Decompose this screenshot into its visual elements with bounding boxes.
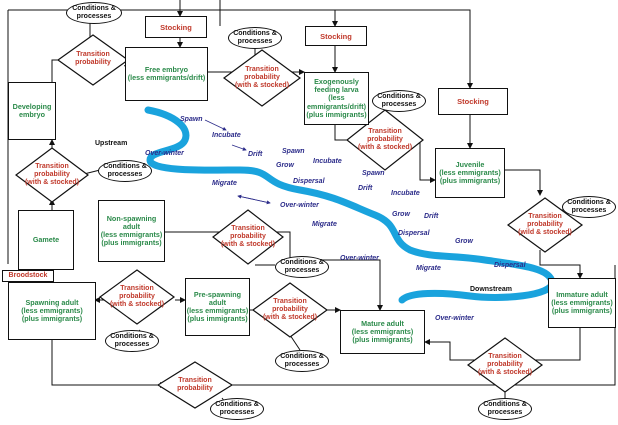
stocking-box-1: Stocking [145, 16, 207, 38]
river-label-dispersal-1: Dispersal [293, 178, 325, 185]
immature-adult-box: Immature adult (less emmigrants) (plus i… [548, 278, 616, 328]
downstream-label: Downstream [470, 286, 513, 293]
river-label-incubate-1: Incubate [212, 132, 241, 139]
conditions-oval-2: Conditions & processes [228, 27, 282, 49]
transition-label-6: Transition probability (wild & stocked) [518, 213, 572, 236]
river-label-spawn-3: Spawn [362, 170, 385, 177]
transition-label-9: Transition probability [177, 377, 213, 392]
conditions-oval-8: Conditions & processes [275, 350, 329, 372]
transition-diamond-10 [466, 337, 544, 393]
transition-label-8: Transition probability (with & stocked) [262, 298, 318, 321]
river-label-migrate-1: Migrate [212, 180, 237, 187]
river-label-spawn-2: Spawn [282, 148, 305, 155]
stocking-box-2: Stocking [305, 26, 367, 46]
transition-diamond-2 [222, 49, 302, 107]
developing-embryo-box: Developing embryo [8, 82, 56, 140]
transition-diamond-9 [156, 361, 234, 409]
free-embryo-box: Free embryo (less emmigrants/drift) [125, 47, 208, 101]
river [144, 106, 556, 304]
transition-label-10: Transition probability (with & stocked) [477, 353, 533, 376]
conditions-oval-5: Conditions & processes [562, 196, 616, 218]
river-label-dispersal-3: Dispersal [494, 262, 526, 269]
stocking-box-3: Stocking [438, 88, 508, 115]
transition-diamond-7 [98, 269, 176, 325]
transition-diamond-8 [251, 282, 329, 338]
transition-diamond-5 [212, 209, 284, 265]
transition-label-7: Transition probability (with & stocked) [109, 285, 165, 308]
river-label-grow-3: Grow [455, 238, 473, 245]
spawning-adult-box: Spawning adult (less emmigrants) (plus i… [8, 282, 96, 340]
river-label-migrate-3: Migrate [416, 265, 441, 272]
broodstock-box: Broodstock [2, 270, 54, 282]
conditions-oval-6: Conditions & processes [275, 256, 329, 278]
gamete-box: Gamete [18, 210, 74, 270]
transition-diamond-4 [15, 147, 89, 203]
river-label-incubate-3: Incubate [391, 190, 420, 197]
transition-label-1: Transition probability [75, 51, 111, 66]
juvenile-box: Juvenile (less emmigrants) (plus immigra… [435, 148, 505, 198]
transition-label-2: Transition probability (with & stocked) [234, 66, 290, 89]
river-label-overwinter-4: Over-winter [435, 315, 474, 322]
mature-adult-box: Mature adult (less emmigrants) (plus imm… [340, 310, 425, 354]
conditions-oval-7: Conditions & processes [105, 330, 159, 352]
exogenous-larva-box: Exogenously feeding larva (less emmigran… [304, 72, 369, 125]
transition-label-3: Transition probability (with & stocked) [357, 128, 413, 151]
river-label-overwinter-2: Over-winter [280, 202, 319, 209]
river-label-overwinter-3: Over-winter [340, 255, 379, 262]
upstream-label: Upstream [95, 140, 128, 147]
river-label-drift-2: Drift [358, 185, 373, 192]
transition-diamond-3 [346, 109, 424, 171]
conditions-oval-1: Conditions & processes [66, 2, 122, 24]
transition-label-5: Transition probability (with & stocked) [220, 225, 276, 248]
river-label-grow-1: Grow [276, 162, 294, 169]
river-label-dispersal-2: Dispersal [398, 230, 430, 237]
river-label-drift-3: Drift [424, 213, 439, 220]
pre-spawning-adult-box: Pre-spawning adult (less emmigrants) (pl… [185, 278, 250, 336]
river-label-incubate-2: Incubate [313, 158, 342, 165]
river-label-drift-1: Drift [248, 151, 263, 158]
transition-label-4: Transition probability (with & stocked) [24, 163, 80, 186]
river-label-grow-2: Grow [392, 211, 410, 218]
conditions-oval-4: Conditions & processes [98, 160, 152, 182]
non-spawning-adult-box: Non-spawning adult (less emmigrants) (pl… [98, 200, 165, 262]
transition-diamond-1 [56, 34, 130, 86]
river-label-spawn-1: Spawn [180, 116, 203, 123]
conditions-oval-3: Conditions & processes [372, 90, 426, 112]
river-label-migrate-2: Migrate [312, 221, 337, 228]
river-label-overwinter-1: Over-winter [145, 150, 184, 157]
conditions-oval-10: Conditions & processes [210, 398, 264, 420]
conditions-oval-9: Conditions & processes [478, 398, 532, 420]
